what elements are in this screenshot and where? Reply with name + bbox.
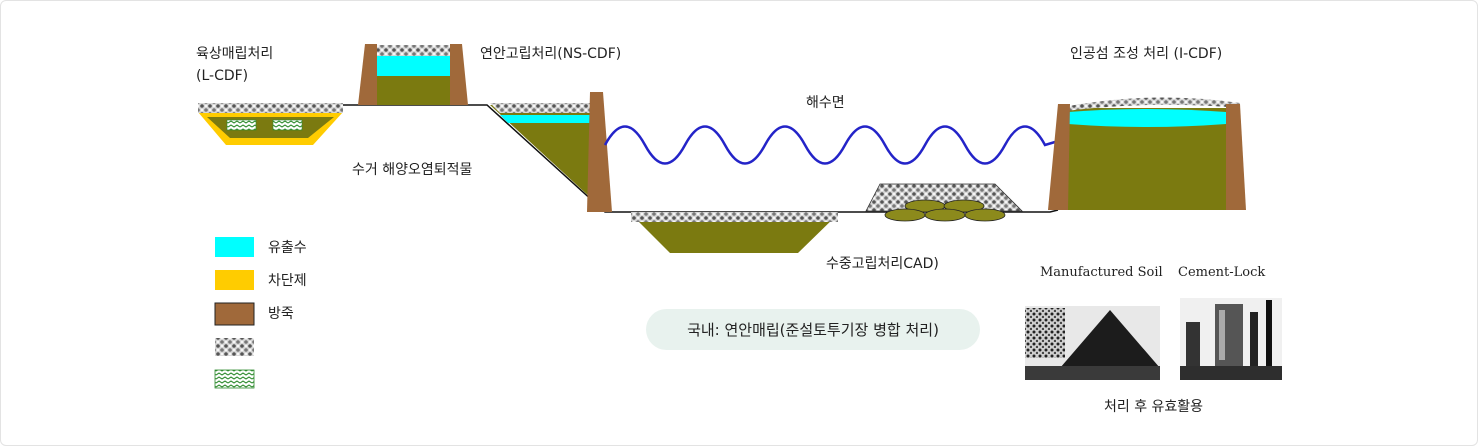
cad-label: 수중고립처리CAD) (826, 256, 939, 272)
ns-cdf-label: 연안고립처리(NS-CDF) (480, 46, 621, 62)
legend-swatch-dike (214, 302, 255, 326)
sea-surface (603, 125, 1056, 165)
land-cdf-subtitle: (L-CDF) (196, 68, 248, 84)
land-cdf-title: 육상매립처리 (196, 46, 273, 62)
seabed-pit (631, 212, 838, 253)
legend-swatch-wave (214, 369, 255, 389)
photo-label-manufactured-soil: Manufactured Soil (1040, 265, 1163, 280)
reuse-label: 처리 후 유효활용 (1104, 399, 1203, 415)
land-cdf (198, 103, 343, 145)
i-cdf (1048, 97, 1246, 210)
legend-swatch-barrier (215, 270, 254, 290)
cement-lock-photo (1180, 298, 1282, 380)
legend-swatch-gravel (215, 338, 254, 356)
dredged-sediment-label: 수거 해양오염퇴적물 (352, 162, 472, 178)
legend-label-effluent: 유출수 (268, 240, 307, 256)
sea-level-label: 해수면 (806, 95, 845, 111)
upper-containment (358, 44, 468, 105)
photo-label-cement-lock: Cement-Lock (1178, 265, 1265, 280)
legend: 유출수 차단제 방죽 (214, 237, 307, 389)
legend-label-barrier: 차단제 (268, 273, 307, 289)
cad-mound (865, 183, 1023, 222)
reuse-photos: Manufactured Soil Cement-Lock (1025, 265, 1282, 380)
legend-label-dike: 방죽 (268, 306, 294, 322)
i-cdf-label: 인공섬 조성 처리 (I-CDF) (1070, 46, 1222, 62)
domestic-note: 국내: 연안매립(준설토투기장 병합 처리) (646, 309, 980, 350)
legend-swatch-effluent (215, 237, 254, 257)
manufactured-soil-photo (1025, 306, 1160, 380)
ns-cdf (490, 92, 612, 212)
